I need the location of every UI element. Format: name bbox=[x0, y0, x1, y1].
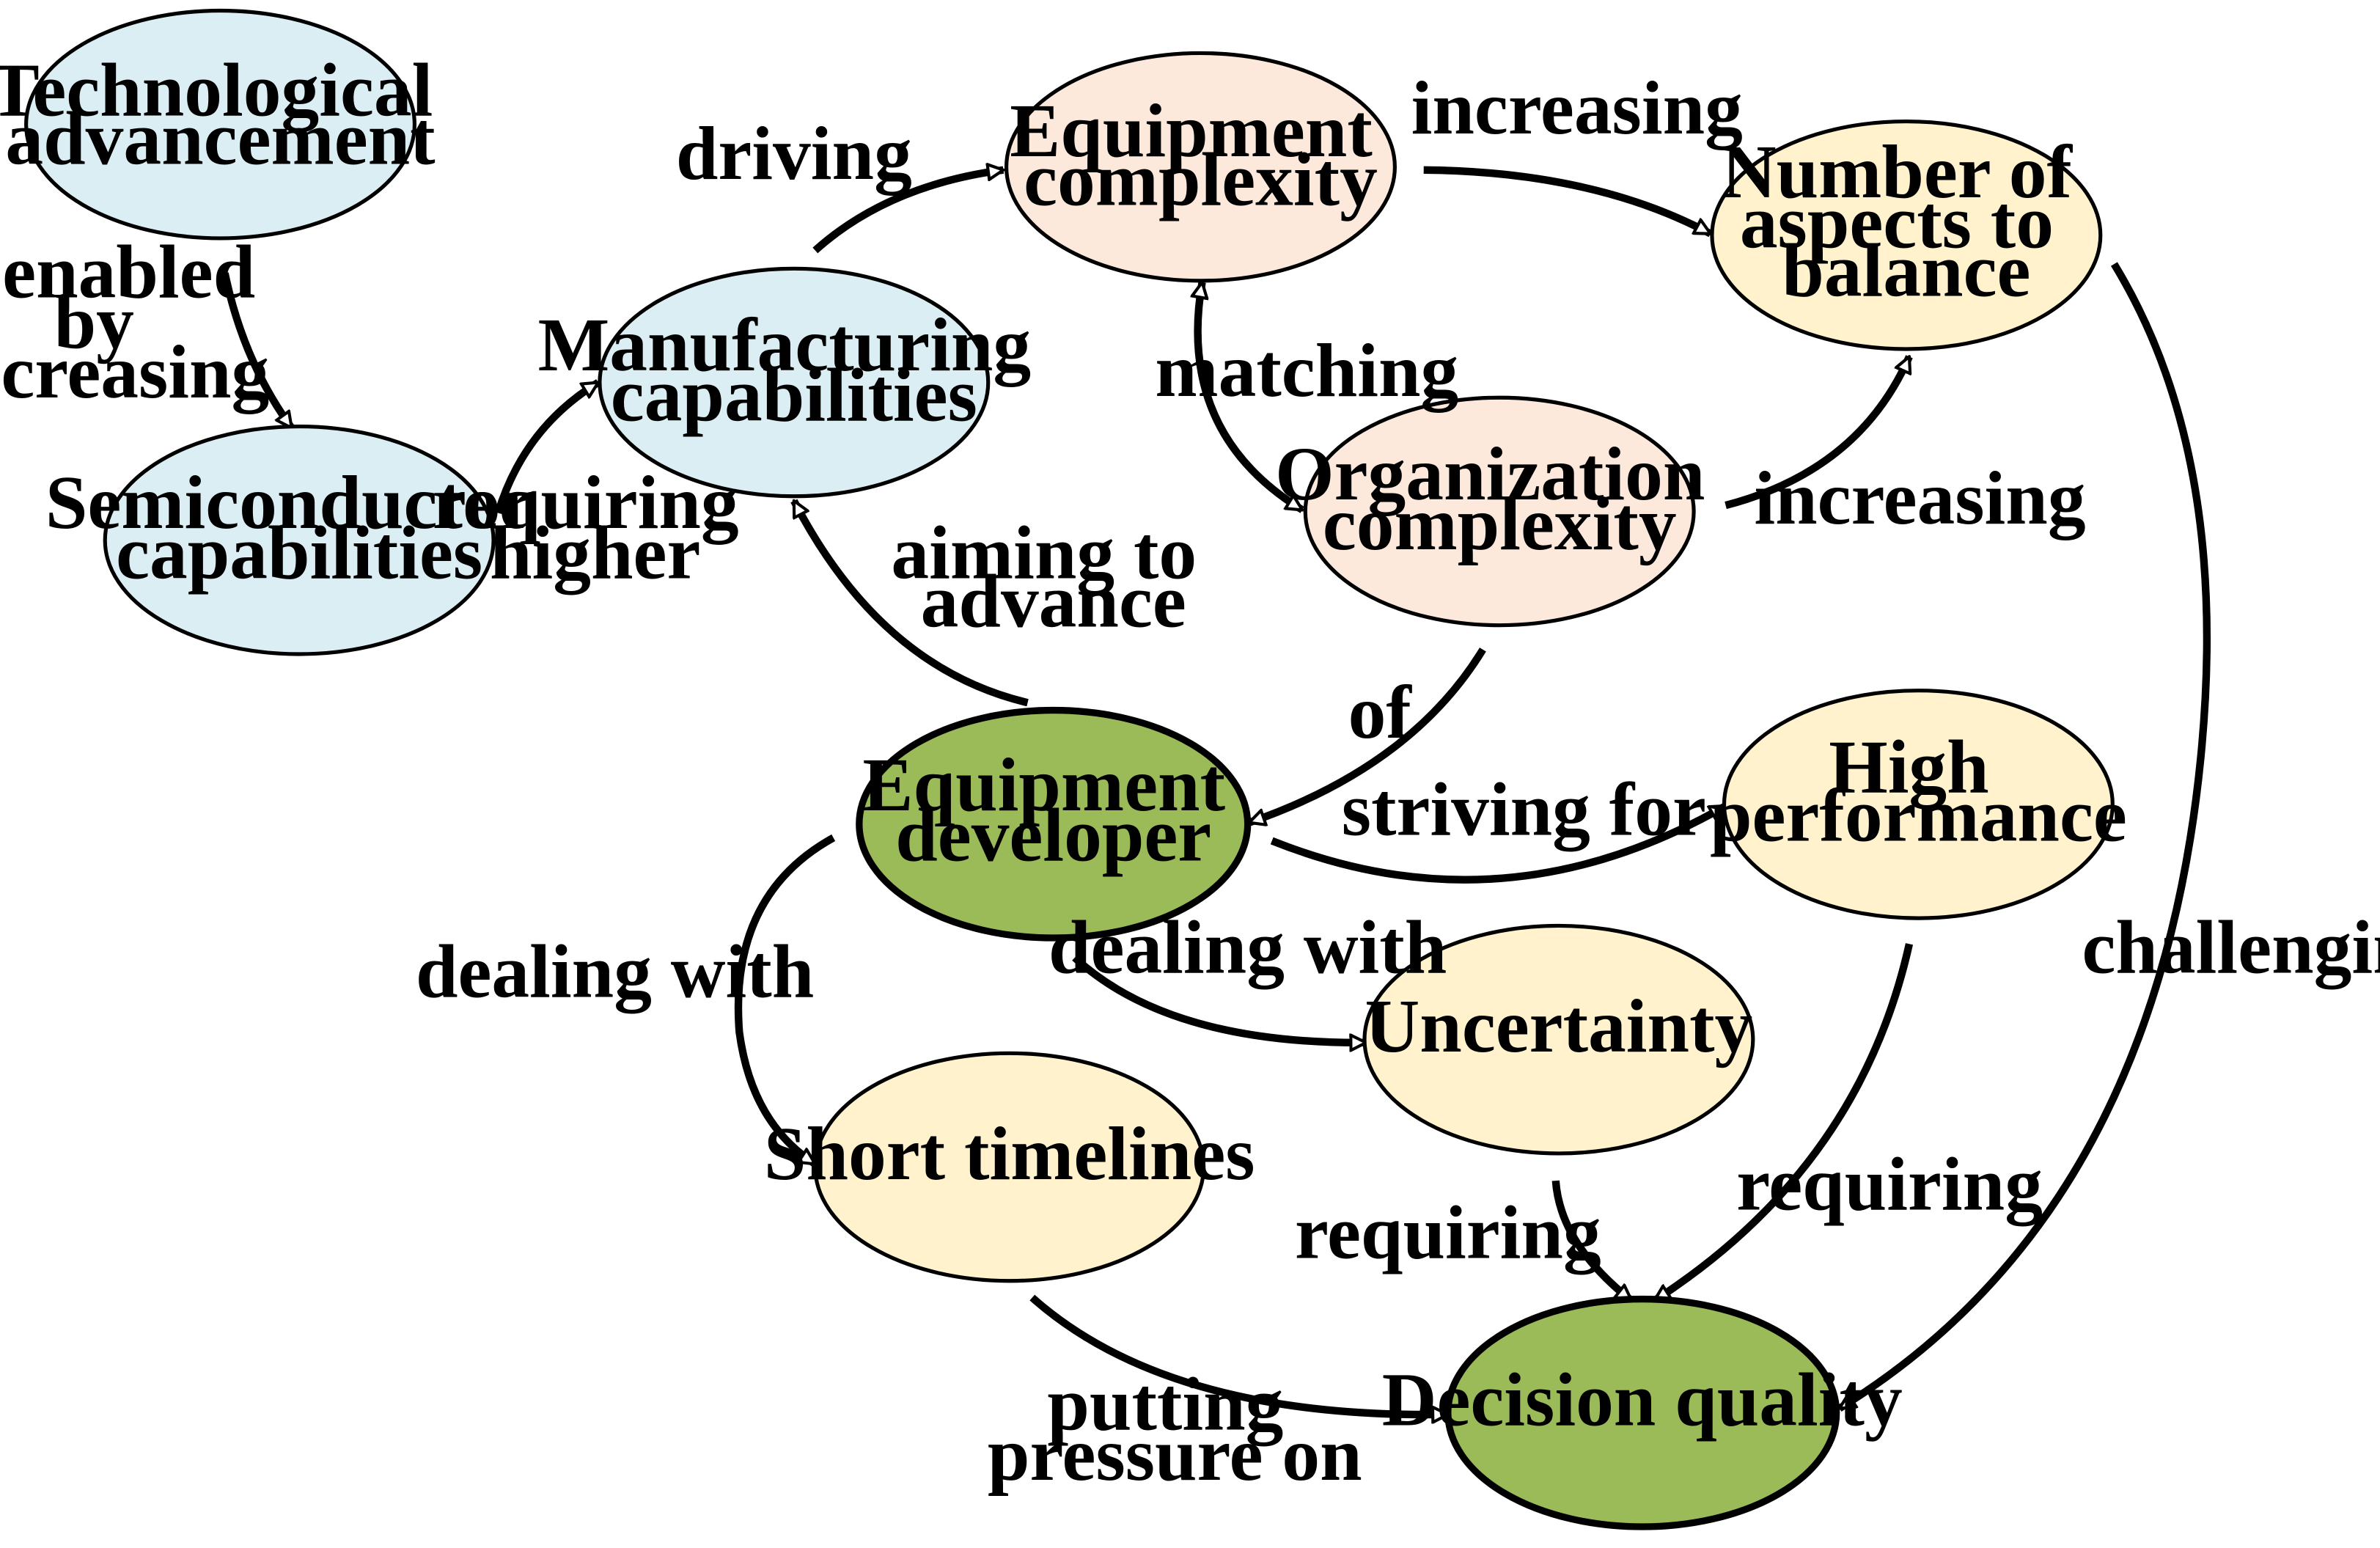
edge-requiring-right bbox=[1654, 943, 1914, 1305]
node-semiconductor-capabilities: Semiconductor capabilities bbox=[45, 424, 554, 656]
edge-aiming-to-advance bbox=[790, 501, 1029, 707]
label-striving-for: striving for bbox=[1342, 768, 1706, 851]
edge-requiring-higher bbox=[494, 379, 598, 515]
label-of: of bbox=[1348, 671, 1413, 755]
edge-requiring-mid bbox=[1551, 1180, 1631, 1304]
edge-is-enabled-by bbox=[221, 272, 295, 428]
label-dealing-with-left: dealing with bbox=[416, 931, 814, 1014]
svg-text:Semiconductor capabili: Semiconductor capabilities bbox=[45, 461, 554, 595]
label-matching: matching bbox=[1155, 329, 1458, 413]
edge-striving-for bbox=[1270, 802, 1726, 884]
edge-increasing-top bbox=[1423, 166, 1711, 238]
label-challenging: challenging bbox=[2082, 906, 2380, 990]
edge-putting-pressure-on bbox=[1029, 1294, 1448, 1415]
label-requiring-higher: requiring higher bbox=[433, 461, 758, 595]
svg-text:Number of aspects to: Number of aspects to balance bbox=[1722, 131, 2091, 313]
edges bbox=[221, 166, 2211, 1415]
label-requiring-mid: requiring bbox=[1295, 1192, 1601, 1275]
label-aiming-to-advance: aiming to advance bbox=[891, 512, 1216, 644]
nodes: Technological advancement Semiconductor … bbox=[0, 8, 2127, 1530]
node-organization-complexity: Organization complexity bbox=[1275, 395, 1724, 628]
label-is-enabled-by: is enabled by increasing bbox=[0, 231, 274, 415]
svg-text:Equipment complexity: Equipment complexity bbox=[1010, 89, 1391, 221]
svg-text:Decision quality: Decision quality bbox=[1382, 1358, 1903, 1442]
node-equipment-complexity: Equipment complexity bbox=[1004, 51, 1397, 283]
node-technological-advancement: Technological advancement bbox=[0, 8, 452, 241]
svg-text:Organization complexit: Organization complexity bbox=[1275, 433, 1724, 566]
edge-driving bbox=[812, 170, 1004, 254]
node-decision-quality: Decision quality bbox=[1382, 1295, 1903, 1530]
node-high-performance: High performance bbox=[1710, 689, 2127, 920]
node-equipment-developer: Equipment developer bbox=[856, 706, 1252, 942]
node-short-timelines: Short timelines bbox=[764, 1051, 1255, 1283]
label-driving: driving bbox=[676, 112, 912, 196]
edge-challenging bbox=[1840, 262, 2211, 1412]
edge-of bbox=[1249, 648, 1486, 823]
svg-text:Short timelines: Short timelines bbox=[764, 1112, 1255, 1196]
svg-text:Technological advancem: Technological advancement bbox=[0, 48, 452, 180]
label-putting-pressure-on: putting pressure on bbox=[988, 1363, 1362, 1497]
edge-increasing-right bbox=[1725, 356, 1913, 510]
edge-dealing-with-left bbox=[734, 834, 836, 1167]
edge-labels: is enabled by increasing requiring highe… bbox=[0, 67, 2380, 1497]
node-uncertainty: Uncertainty bbox=[1362, 923, 1755, 1156]
svg-text:Uncertainty: Uncertainty bbox=[1365, 985, 1753, 1068]
edge-dealing-with-mid bbox=[1072, 955, 1366, 1043]
node-manufacturing-capabilities: Manufacturing capabilities bbox=[538, 266, 1050, 499]
edge-matching bbox=[1198, 282, 1303, 513]
node-number-of-aspects: Number of aspects to balance bbox=[1710, 119, 2103, 351]
svg-text:High performance: High performance bbox=[1710, 725, 2127, 857]
label-requiring-right: requiring bbox=[1736, 1142, 2043, 1226]
label-dealing-with-mid: dealing with bbox=[1048, 906, 1447, 990]
label-increasing-right: increasing bbox=[1754, 457, 2085, 540]
svg-text:Equipment developer: Equipment developer bbox=[863, 744, 1244, 877]
svg-text:Manufacturing capabili: Manufacturing capabilities bbox=[538, 304, 1050, 437]
label-increasing-top: increasing bbox=[1411, 67, 1743, 150]
